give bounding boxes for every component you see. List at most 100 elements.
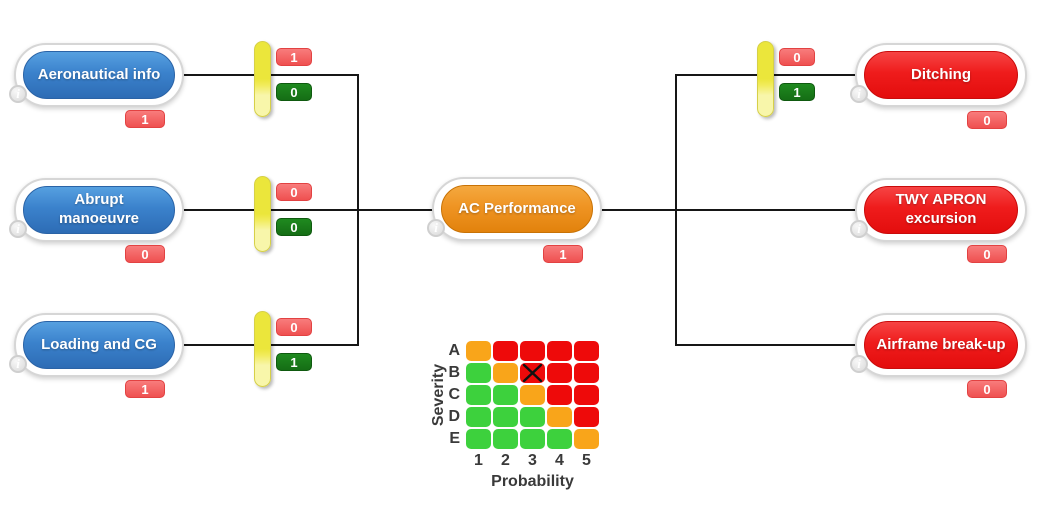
barrier-count-above: 1 (276, 48, 312, 66)
connector-threat-1 (95, 74, 359, 76)
hazard-label: AC Performance (458, 199, 576, 217)
threat-pill: Abrupt manoeuvre (23, 186, 175, 234)
barrier-count-below: 1 (779, 83, 815, 101)
matrix-row-label: B (448, 364, 460, 381)
barrier-consequence-1[interactable] (757, 41, 774, 117)
threat-label: Loading and CG (41, 335, 157, 353)
matrix-cell-D5[interactable] (574, 407, 599, 427)
connector-left-junction (357, 74, 359, 346)
info-icon[interactable]: i (9, 355, 27, 373)
info-glyph: i (857, 356, 861, 371)
barrier-threat-3[interactable] (254, 311, 271, 387)
matrix-row-label: C (448, 386, 460, 403)
connector-threat-2 (95, 209, 598, 211)
matrix-cell-C5[interactable] (574, 385, 599, 405)
threat-count-badge: 1 (125, 110, 165, 128)
info-icon[interactable]: i (9, 85, 27, 103)
barrier-count-below: 0 (276, 218, 312, 236)
matrix-cell-E2[interactable] (493, 429, 518, 449)
threat-label: Abrupt manoeuvre (58, 191, 140, 227)
consequence-pill: Airframe break-up (864, 321, 1018, 369)
matrix-cell-E4[interactable] (547, 429, 572, 449)
matrix-col-label: 3 (528, 452, 537, 469)
consequence-count-badge: 0 (967, 245, 1007, 263)
matrix-col-labels: 1 2 3 4 5 (466, 452, 599, 470)
consequence-pill: Ditching (864, 51, 1018, 99)
consequence-node-twy-apron-excursion[interactable]: TWY APRON excursion i (850, 178, 1027, 242)
matrix-cell-B1[interactable] (466, 363, 491, 383)
consequence-count-badge: 0 (967, 111, 1007, 129)
info-glyph: i (857, 86, 861, 101)
matrix-col-label: 1 (474, 452, 483, 469)
matrix-xlabel: Probability (491, 473, 574, 490)
info-icon[interactable]: i (850, 355, 868, 373)
info-glyph: i (16, 86, 20, 101)
matrix-row-labels: A B C D E (436, 341, 460, 451)
threat-node-abrupt-manoeuvre[interactable]: Abrupt manoeuvre i (9, 178, 184, 242)
matrix-row-label: A (448, 342, 460, 359)
matrix-cell-D3[interactable] (520, 407, 545, 427)
consequence-label: TWY APRON excursion (895, 191, 987, 227)
risk-matrix-grid (466, 341, 599, 449)
barrier-threat-1[interactable] (254, 41, 271, 117)
threat-node-loading-and-cg[interactable]: Loading and CG i (9, 313, 184, 377)
matrix-cell-A2[interactable] (493, 341, 518, 361)
matrix-cell-C4[interactable] (547, 385, 572, 405)
matrix-cell-C2[interactable] (493, 385, 518, 405)
consequence-label: Ditching (911, 65, 971, 83)
barrier-count-above: 0 (276, 183, 312, 201)
info-icon[interactable]: i (850, 85, 868, 103)
barrier-count-below: 1 (276, 353, 312, 371)
info-glyph: i (16, 221, 20, 236)
barrier-count-above: 0 (779, 48, 815, 66)
info-glyph: i (16, 356, 20, 371)
matrix-col-label: 4 (555, 452, 564, 469)
matrix-cell-A5[interactable] (574, 341, 599, 361)
matrix-cell-A1[interactable] (466, 341, 491, 361)
matrix-cell-E5[interactable] (574, 429, 599, 449)
matrix-cell-A3[interactable] (520, 341, 545, 361)
consequence-node-ditching[interactable]: Ditching i (850, 43, 1027, 107)
matrix-row-label: D (448, 408, 460, 425)
connector-hazard-right (598, 209, 677, 211)
consequence-label: Airframe break-up (876, 335, 1006, 353)
matrix-cell-D1[interactable] (466, 407, 491, 427)
barrier-threat-2[interactable] (254, 176, 271, 252)
hazard-pill: AC Performance (441, 185, 593, 233)
matrix-cell-B2[interactable] (493, 363, 518, 383)
matrix-col-label: 5 (582, 452, 591, 469)
matrix-cell-D4[interactable] (547, 407, 572, 427)
matrix-cell-B3[interactable] (520, 363, 545, 383)
matrix-cell-E3[interactable] (520, 429, 545, 449)
connector-threat-3 (95, 344, 359, 346)
matrix-cell-E1[interactable] (466, 429, 491, 449)
matrix-cell-B4[interactable] (547, 363, 572, 383)
connector-consequence-1 (675, 74, 940, 76)
matrix-cell-C1[interactable] (466, 385, 491, 405)
threat-pill: Loading and CG (23, 321, 175, 369)
threat-node-aeronautical-info[interactable]: Aeronautical info i (9, 43, 184, 107)
consequence-node-airframe-break-up[interactable]: Airframe break-up i (850, 313, 1027, 377)
connector-consequence-2 (675, 209, 940, 211)
info-icon[interactable]: i (9, 220, 27, 238)
threat-count-badge: 1 (125, 380, 165, 398)
hazard-node-ac-performance[interactable]: AC Performance i (427, 177, 602, 241)
matrix-cell-B5[interactable] (574, 363, 599, 383)
connector-consequence-3 (675, 344, 940, 346)
threat-count-badge: 0 (125, 245, 165, 263)
hazard-count-badge: 1 (543, 245, 583, 263)
barrier-count-above: 0 (276, 318, 312, 336)
matrix-row-label: E (449, 430, 460, 447)
consequence-pill: TWY APRON excursion (864, 186, 1018, 234)
matrix-cell-D2[interactable] (493, 407, 518, 427)
info-icon[interactable]: i (427, 219, 445, 237)
barrier-count-below: 0 (276, 83, 312, 101)
matrix-col-label: 2 (501, 452, 510, 469)
matrix-cell-C3[interactable] (520, 385, 545, 405)
matrix-cell-A4[interactable] (547, 341, 572, 361)
threat-label: Aeronautical info (37, 65, 161, 83)
threat-pill: Aeronautical info (23, 51, 175, 99)
info-icon[interactable]: i (850, 220, 868, 238)
info-glyph: i (434, 220, 438, 235)
